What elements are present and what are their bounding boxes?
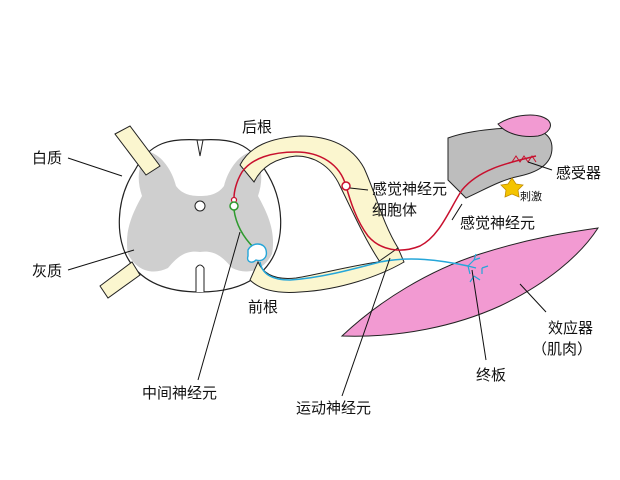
label-effector-line1: 效应器 — [548, 319, 593, 337]
label-ventral-root: 前根 — [248, 298, 278, 316]
dorsal-median-sulcus — [196, 139, 204, 157]
label-sensory-cell-body-line2: 细胞体 — [372, 201, 417, 219]
ventral-median-fissure — [195, 264, 205, 292]
motor-neuron-axon — [259, 258, 469, 281]
label-stimulus: 刺激 — [520, 189, 542, 203]
leader-white-matter — [67, 157, 123, 177]
fingernail-icon — [497, 114, 551, 137]
motor-end-plate — [467, 253, 489, 283]
label-sensory-cell-body-line1: 感觉神经元 — [372, 180, 447, 198]
stimulus-icon — [500, 177, 524, 198]
label-white-matter: 白质 — [32, 149, 62, 167]
label-end-plate: 终板 — [476, 366, 506, 384]
leader-end-plate — [471, 269, 487, 361]
leader-receptor — [527, 161, 553, 171]
receptor-ending — [511, 155, 537, 163]
leader-sensory-neuron — [451, 203, 463, 221]
leader-effector — [519, 283, 547, 313]
ventral-root-left-stub — [99, 261, 141, 299]
leader-sensory-cell-body — [349, 187, 369, 191]
label-sensory-neuron: 感觉神经元 — [460, 214, 535, 232]
label-receptor: 感受器 — [556, 164, 601, 182]
motor-neuron-cell-body — [246, 243, 268, 263]
label-interneuron: 中间神经元 — [142, 384, 217, 402]
sensory-cell-body — [341, 181, 351, 191]
label-dorsal-root: 后根 — [242, 118, 272, 136]
sensory-neuron-path — [233, 151, 537, 251]
ventral-root-right — [249, 247, 405, 293]
label-gray-matter: 灰质 — [32, 262, 62, 280]
muscle-effector — [340, 227, 600, 337]
leader-interneuron — [197, 231, 241, 381]
leader-gray-matter — [67, 249, 135, 271]
finger-skin — [447, 127, 553, 199]
interneuron-cell-body — [229, 201, 239, 211]
label-effector-line2: （肌肉） — [532, 340, 592, 358]
label-motor-neuron: 运动神经元 — [296, 399, 371, 417]
interneuron-path — [233, 209, 255, 249]
central-canal — [194, 200, 206, 212]
dorsal-root-left-stub — [114, 125, 161, 176]
leader-motor-neuron — [341, 257, 391, 397]
